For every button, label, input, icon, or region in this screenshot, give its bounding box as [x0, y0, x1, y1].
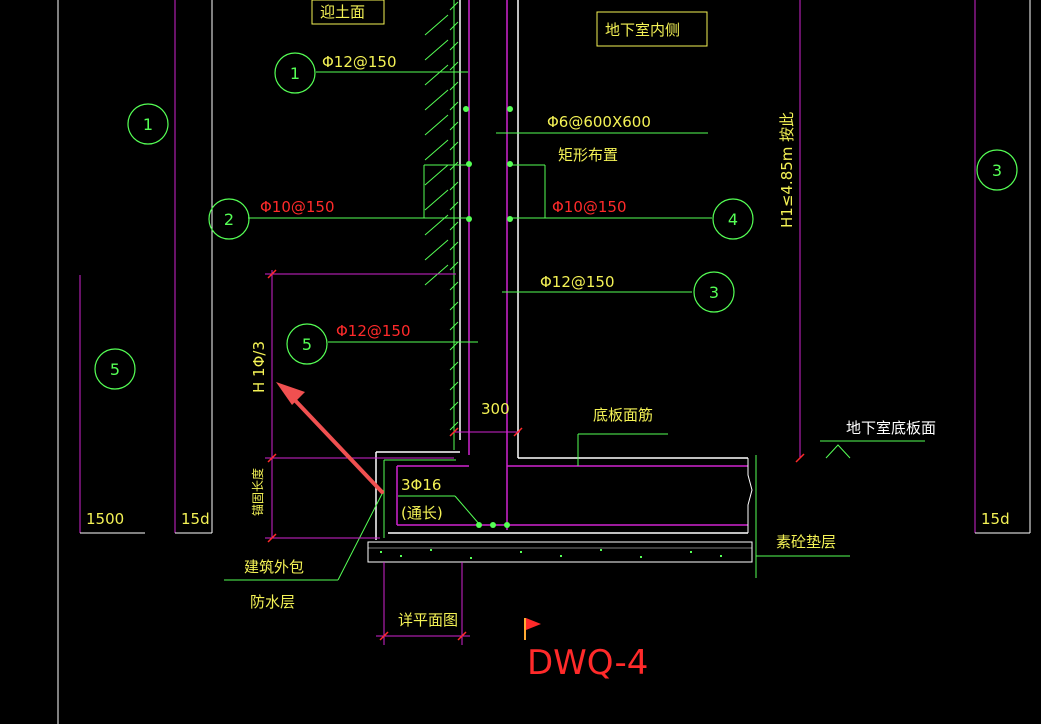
- dim-1500-label: 1500: [86, 510, 124, 528]
- rebar-tie-label: Φ6@600X600: [547, 113, 651, 131]
- marker-2: [208, 198, 250, 240]
- marker-3-right-num: 3: [992, 161, 1002, 180]
- dimension-lines: [265, 270, 520, 645]
- slab-top-bar-label: 底板面筋: [593, 406, 653, 424]
- dim-300-label: 300: [481, 400, 510, 418]
- marker-5-num: 5: [302, 335, 312, 354]
- marker-3: [693, 271, 735, 313]
- marker-2-num: 2: [224, 210, 234, 229]
- dim-15d-right-label: 15d: [981, 510, 1010, 528]
- rebar-1-label: Φ12@150: [322, 53, 397, 71]
- basement-floor-label: 地下室底板面: [846, 419, 936, 437]
- right-panels: [799, 0, 1031, 534]
- rebar-2-label: Φ10@150: [260, 198, 335, 216]
- waterproof-label-1: 建筑外包: [244, 558, 304, 576]
- flag-icon: [524, 618, 541, 640]
- top-face-label: 迎土面: [320, 3, 365, 21]
- dimension-ticks: [267, 269, 805, 641]
- cushion-label: 素砼垫层: [776, 533, 836, 551]
- rebar-tie-note: 矩形布置: [558, 146, 618, 164]
- marker-1-left: [127, 103, 169, 145]
- top-face-box: [311, 0, 385, 25]
- inner-side-box: [596, 11, 708, 47]
- rebar-4-label: Φ10@150: [552, 198, 627, 216]
- inner-side-label: 地下室内侧: [605, 21, 680, 39]
- marker-1-left-num: 1: [143, 115, 153, 134]
- dim-15d-left-label: 15d: [181, 510, 210, 528]
- leader-lines: [224, 71, 925, 581]
- marker-4-num: 4: [728, 210, 738, 229]
- marker-5-left: [94, 348, 136, 390]
- marker-numbers: 1 2 3 4 5 1 3 5: [110, 64, 1002, 379]
- rebar-3-label: Φ12@150: [540, 273, 615, 291]
- annotation-arrow: [276, 382, 384, 494]
- drawing-title: DWQ-4: [527, 643, 648, 683]
- height-ratio-label: H 1Φ/3: [250, 341, 268, 393]
- rebar-5-label: Φ12@150: [336, 322, 411, 340]
- marker-1: [274, 52, 316, 94]
- marker-3-right: [976, 149, 1018, 191]
- height-note-label: H1≤4.85m 按此: [778, 112, 796, 228]
- edge-bars-label: 3Φ16: [401, 476, 441, 494]
- left-panels: [79, 0, 213, 534]
- marker-1-num: 1: [290, 64, 300, 83]
- marker-5-left-num: 5: [110, 360, 120, 379]
- edge-bars-note: (通长): [401, 504, 443, 522]
- plan-ref-label: 详平面图: [398, 611, 458, 629]
- anchor-length-label: 锚固长度: [250, 468, 265, 516]
- marker-5: [286, 323, 328, 365]
- marker-3-num: 3: [709, 283, 719, 302]
- wall-section: [367, 0, 757, 578]
- waterproof-label-2: 防水层: [250, 593, 295, 611]
- marker-4: [712, 198, 754, 240]
- marker-circles[interactable]: [94, 52, 1018, 390]
